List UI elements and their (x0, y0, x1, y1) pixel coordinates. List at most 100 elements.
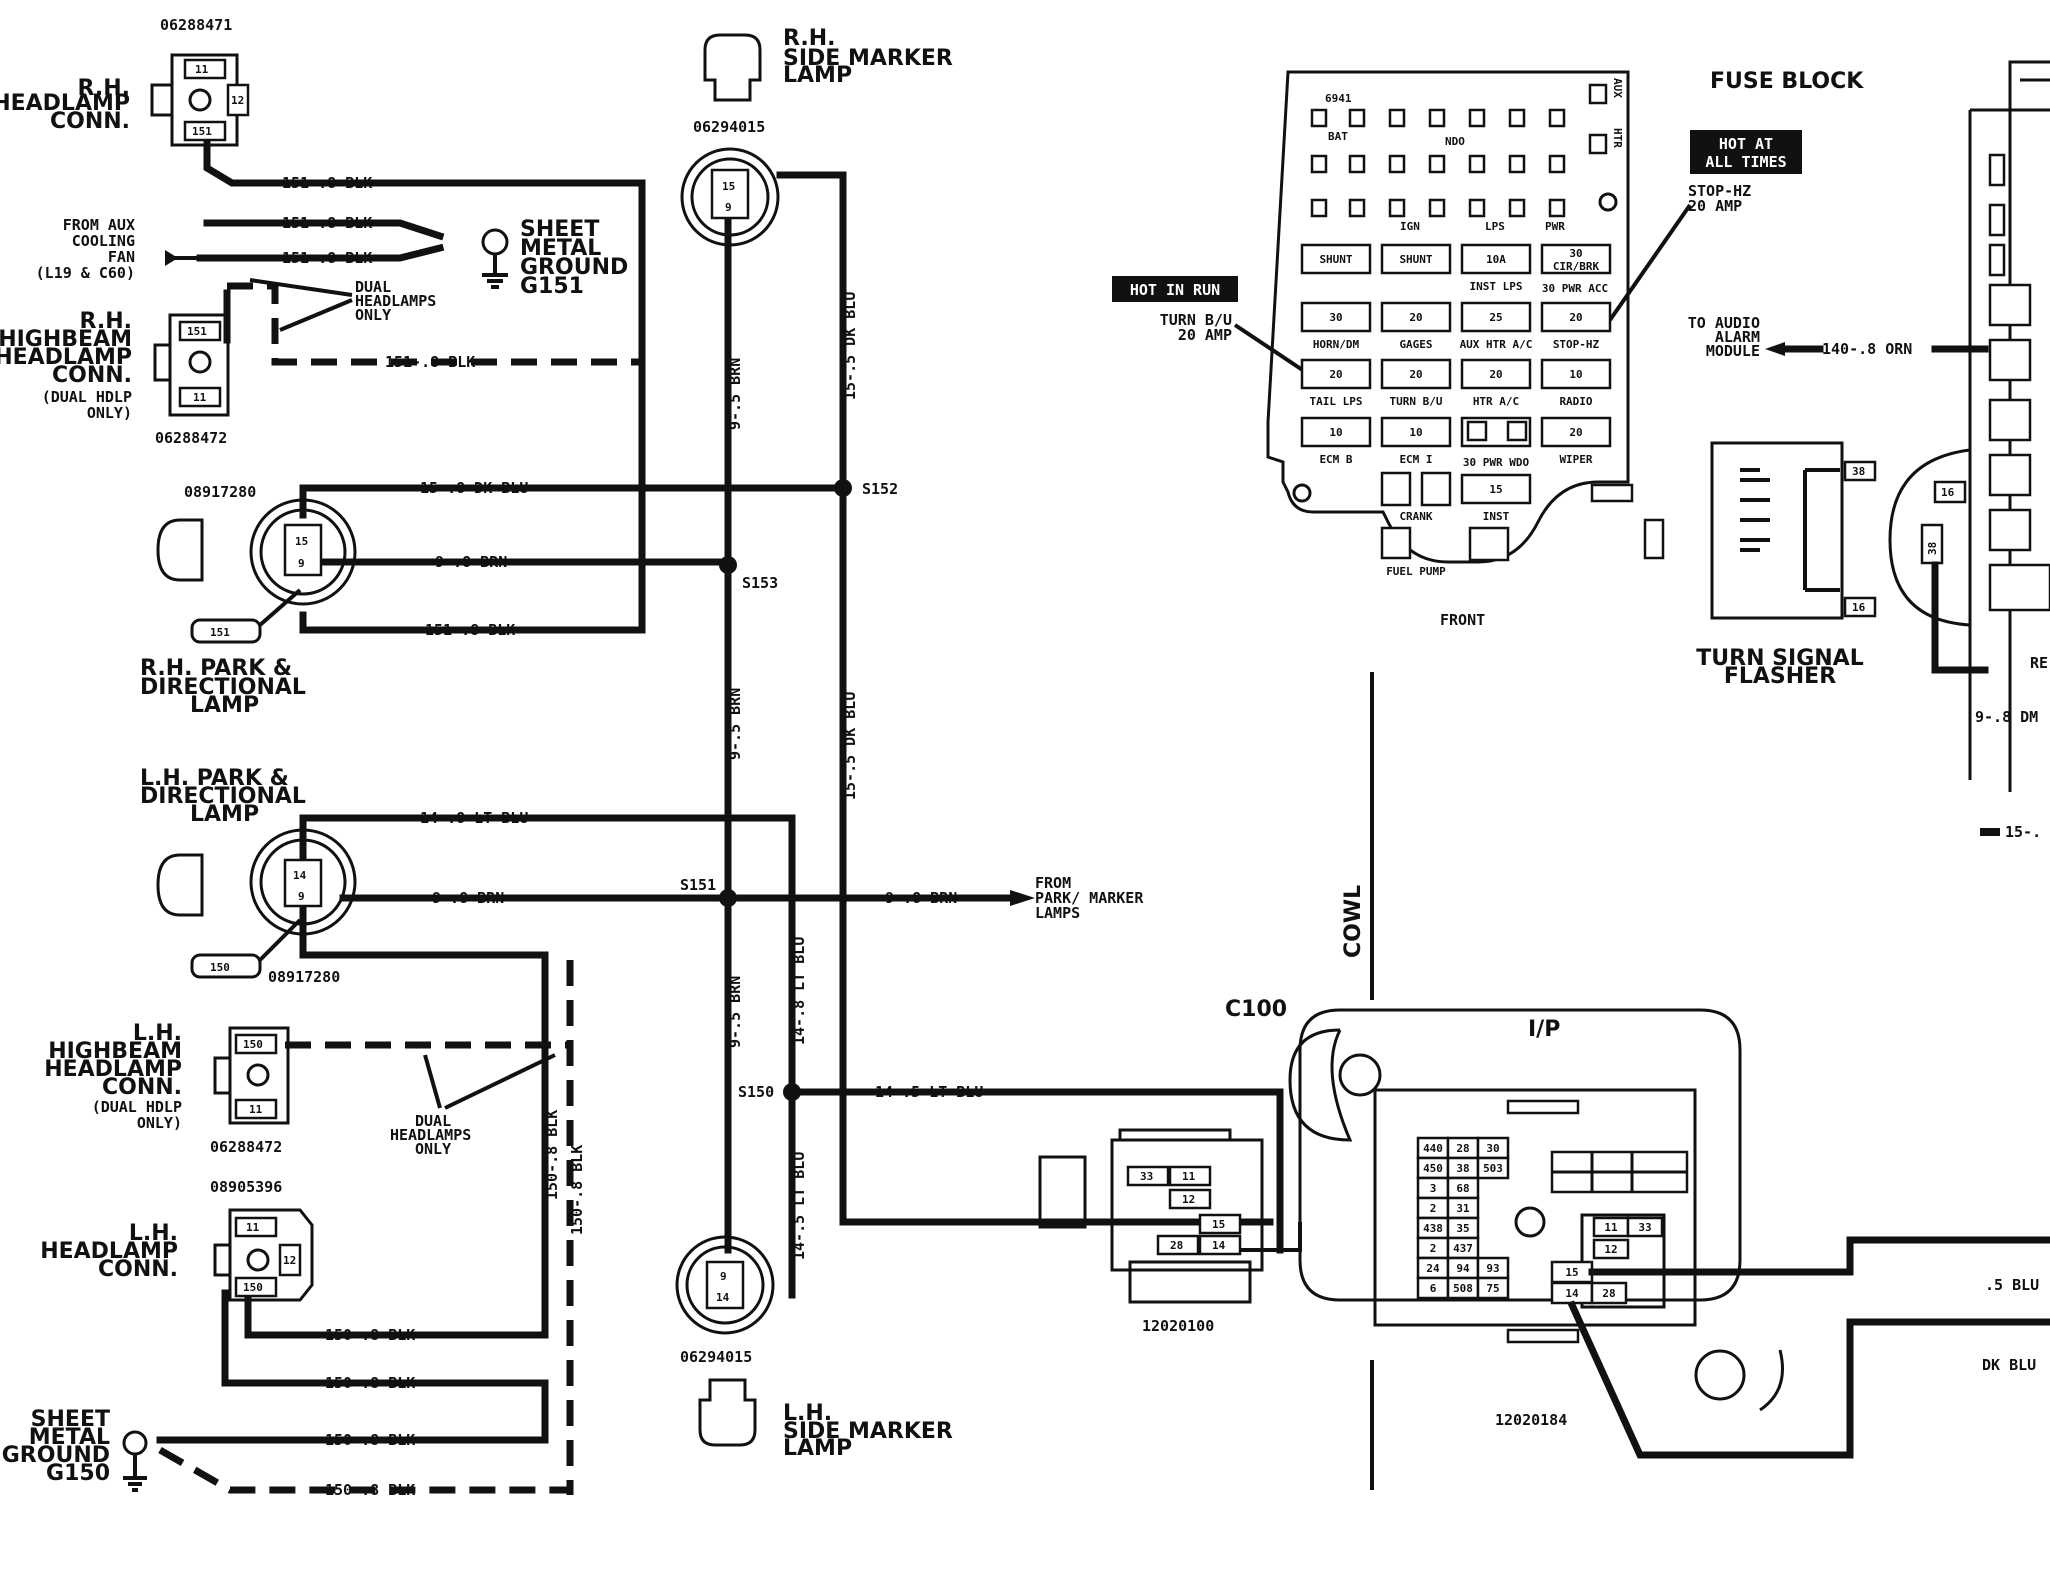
rh-side-marker-lamp: 06294015 R.H. SIDE MARKER LAMP 15 9 (680, 26, 953, 247)
lh-park-badge: 150 (210, 961, 230, 974)
g150-line-3: GROUND (2, 1443, 110, 1468)
lh-park-part: 08917280 (268, 968, 340, 986)
fuse-block-bat: BAT (1328, 130, 1348, 143)
lh-highbeam-part: 06288472 (210, 1138, 282, 1156)
fuse-1-4-label: CIR/BRK (1553, 260, 1600, 273)
rh-park-pin-a: 15 (295, 535, 308, 548)
ip-grid-3-0: 2 (1430, 1202, 1437, 1215)
fuse-block-code: 6941 (1325, 92, 1352, 105)
fuse-row-1: SHUNT SHUNT 10A 30 CIR/BRK INST LPS 30 P… (1300, 243, 1612, 295)
fuse-4-1-label: ECM B (1319, 453, 1352, 466)
fuse-4-1: 10 (1329, 426, 1342, 439)
dual-bottom-2: HEADLAMPS (390, 1126, 471, 1144)
lh-highbeam-connector: 150 11 L.H. HIGHBEAM HEADLAMP CONN. (DUA… (44, 1021, 290, 1156)
ip-grid-7-1: 508 (1453, 1282, 1473, 1295)
fuse-4-4-label: WIPER (1559, 453, 1592, 466)
rh-side-marker-part: 06294015 (693, 118, 765, 136)
g150-line-2: METAL (29, 1425, 110, 1450)
vwire-9-5-brn-b: 9-.5 BRN (726, 688, 744, 760)
ip-connector-right-pins: 11 33 12 15 14 28 (1550, 1213, 1666, 1309)
turn-signal-flasher: 38 16 TURN SIGNAL FLASHER (1696, 441, 1877, 689)
fuse-2-2: 20 (1409, 311, 1422, 324)
fuse-row-5: 15 CRANK INST FUEL PUMP (1380, 471, 1532, 578)
fuse-3-4: 10 (1569, 368, 1582, 381)
lh-headlamp-pin-b: 12 (283, 1254, 296, 1267)
fuse-block-aux: AUX (1611, 78, 1624, 98)
c100-pin-2: 11 (1182, 1170, 1196, 1183)
fuse-3-3-label: HTR A/C (1473, 395, 1519, 408)
fuse-block-ign: IGN (1400, 220, 1420, 233)
ip-grid-0-0: 440 (1423, 1142, 1443, 1155)
dual-top-2: HEADLAMPS (355, 292, 436, 310)
fuse-block-pwr: PWR (1545, 220, 1565, 233)
lh-park-title-1: L.H. PARK & (140, 766, 289, 791)
aux-fan-line-2: COOLING (72, 232, 135, 250)
lh-highbeam-pin-b: 11 (249, 1103, 263, 1116)
lh-highbeam-note-2: ONLY) (137, 1114, 182, 1132)
wire-151-label-5: 151-.8 BLK (425, 621, 515, 639)
cowl-label: COWL (1341, 885, 1366, 958)
fuse-1-4: 30 (1569, 247, 1582, 260)
g151-line-2: METAL (520, 236, 601, 261)
vwire-9-5-brn-c: 9-.5 BRN (726, 976, 744, 1048)
ip-grid-4-1: 35 (1456, 1222, 1469, 1235)
ip-grid-7-2: 75 (1486, 1282, 1499, 1295)
fuse-block-relay-pins (1292, 83, 1665, 560)
rh-park-lamp: 08917280 15 9 151 R.H. PARK & DIRECTIONA… (140, 483, 357, 718)
right-edge-pin-a: 16 (1941, 486, 1955, 499)
rh-highbeam-title-4: CONN. (52, 363, 132, 388)
c100-pin-6: 14 (1212, 1239, 1226, 1252)
turn-bu-1: TURN B/U (1160, 311, 1232, 329)
fuse-5-1-label: CRANK (1399, 510, 1432, 523)
g151-line-3: GROUND (520, 255, 628, 280)
ground-g150: SHEET METAL GROUND G150 (2, 1407, 148, 1492)
vwire-9-5-brn-a: 9-.5 BRN (726, 358, 744, 430)
rh-park-pin-b: 9 (298, 557, 305, 570)
ip-grid-2-0: 3 (1430, 1182, 1437, 1195)
lh-highbeam-title-1: L.H. (133, 1021, 182, 1046)
flasher-title-1: TURN SIGNAL (1696, 646, 1863, 671)
flasher-title-2: FLASHER (1724, 664, 1836, 689)
dual-top-1: DUAL (355, 278, 391, 296)
lh-side-marker-part: 06294015 (680, 1348, 752, 1366)
right-edge-module: 16 38 RE 9-.8 DM 15-. (1888, 60, 2050, 841)
c100-pin-1: 33 (1140, 1170, 1153, 1183)
aux-fan-line-4: (L19 & C60) (36, 264, 135, 282)
lh-highbeam-title-2: HIGHBEAM (48, 1039, 182, 1064)
splice-s153-dot (719, 556, 737, 574)
rh-highbeam-pin-b: 11 (193, 391, 207, 404)
lh-headlamp-title-2: HEADLAMP (40, 1239, 178, 1264)
rh-side-marker-title-1: R.H. (783, 26, 835, 51)
wire-14-ltblu-label: 14-.8 LT BLU (420, 809, 528, 827)
lh-headlamp-title-1: L.H. (129, 1221, 178, 1246)
wire-lines (156, 139, 1284, 1495)
g150-line-4: G150 (46, 1461, 110, 1486)
rh-park-title-2: DIRECTIONAL (140, 675, 306, 700)
audio-alarm-3: MODULE (1706, 342, 1760, 360)
flasher-pin-a: 38 (1852, 465, 1865, 478)
right-edge-partial: RE (2030, 654, 2048, 672)
ip-grid-0-1: 28 (1456, 1142, 1469, 1155)
ip-connector: 440 28 30 450 38 503 3 68 2 31 438 35 2 … (1288, 1008, 1784, 1429)
ip-right-0-0: 11 (1604, 1221, 1618, 1234)
fuse-4-2-label: ECM I (1399, 453, 1432, 466)
splice-labels: S152 S153 S151 S150 (680, 480, 898, 1101)
turn-bu-2: 20 AMP (1178, 326, 1232, 344)
park-marker-source: FROM PARK/ MARKER LAMPS (1010, 874, 1144, 922)
rh-park-part: 08917280 (184, 483, 256, 501)
dual-bottom-3: ONLY (415, 1140, 451, 1158)
ip-grid-0-2: 30 (1486, 1142, 1499, 1155)
ip-grid-2-1: 68 (1456, 1182, 1469, 1195)
fuse-3-1: 20 (1329, 368, 1342, 381)
wire-labels: 151-.8 BLK 151-.8 BLK 151-.8 BLK 151-.8 … (282, 174, 983, 1499)
rh-highbeam-title-2: HIGHBEAM (0, 327, 132, 352)
vwire-15-5-dkblu-a: 15-.5 DK BLU (841, 292, 859, 400)
ground-g151: SHEET METAL GROUND G151 (481, 217, 628, 299)
rh-highbeam-connector: 151 11 R.H. HIGHBEAM HEADLAMP CONN. (DUA… (0, 309, 230, 447)
wire-150-label-3: 150-.8 BLK (325, 1431, 415, 1449)
ip-label: I/P (1528, 1017, 1560, 1042)
lh-highbeam-pin-a: 150 (243, 1038, 263, 1051)
rh-highbeam-title-3: HEADLAMP (0, 345, 132, 370)
rh-headlamp-part: 06288471 (160, 16, 232, 34)
fuse-3-4-label: RADIO (1559, 395, 1592, 408)
